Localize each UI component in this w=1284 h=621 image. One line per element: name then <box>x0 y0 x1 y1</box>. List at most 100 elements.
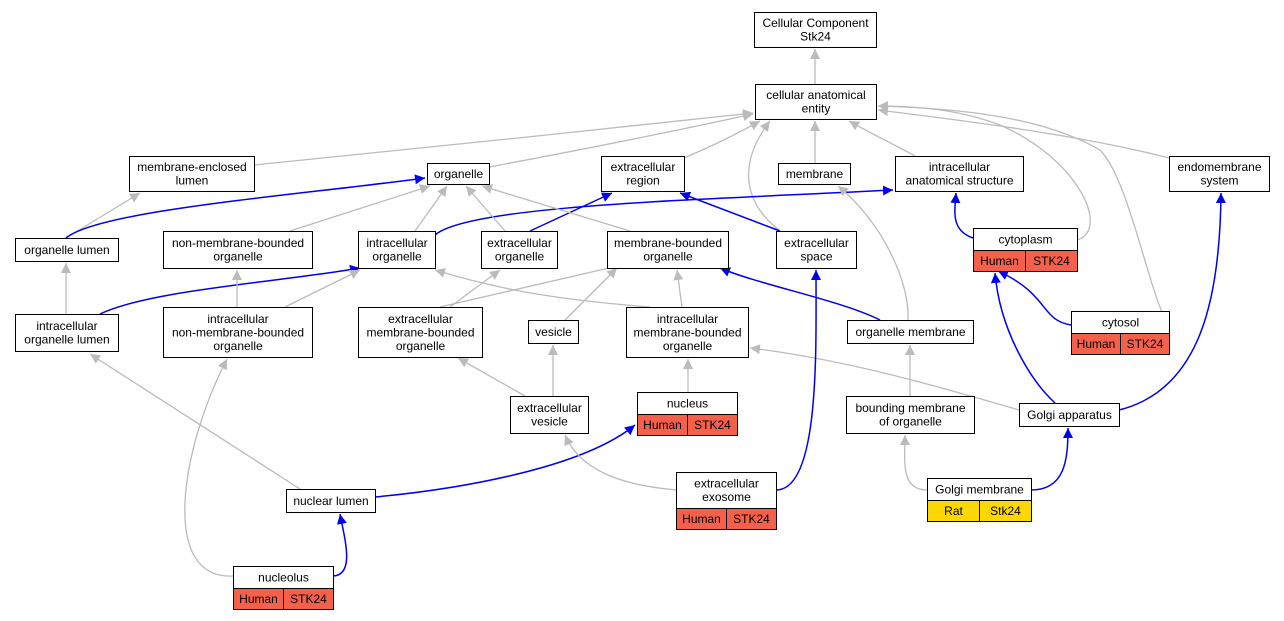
node-mem[interactable]: membrane <box>778 163 851 185</box>
node-label-line: endomembrane <box>1177 160 1261 174</box>
node-box <box>1019 403 1120 427</box>
node-label-line: extracellular <box>517 401 582 415</box>
node-box <box>895 156 1024 192</box>
node-label-line: cytoplasm <box>998 232 1052 246</box>
node-box <box>846 396 975 434</box>
node-ves[interactable]: vesicle <box>528 320 579 344</box>
node-label-line: of organelle <box>879 415 942 429</box>
edge-inmbo-to-io <box>284 269 361 308</box>
node-box <box>163 307 313 358</box>
edge-io-to-ias <box>434 185 894 236</box>
node-box <box>601 156 685 192</box>
edge-om-to-mem <box>837 185 909 321</box>
node-label-line: intracellular <box>36 319 97 333</box>
node-box <box>528 320 579 344</box>
edge-ves-to-mbo <box>564 267 618 321</box>
node-label-line: non-membrane-bounded <box>172 325 304 339</box>
node-box <box>427 163 490 185</box>
node-label-line: intracellular <box>207 312 268 326</box>
node-label-line: organelle membrane <box>855 325 965 339</box>
annotation-cell <box>1025 250 1078 272</box>
edge-ga-to-imbo <box>749 344 1020 411</box>
node-box <box>676 472 777 509</box>
node-box <box>510 396 589 434</box>
node-org[interactable]: organelle <box>427 163 490 185</box>
annotation-cell <box>283 588 334 610</box>
node-label-line: vesicle <box>535 325 572 339</box>
edge-embo-to-eo <box>449 269 501 308</box>
edge-ias-to-cae <box>848 120 916 157</box>
node-label-line: space <box>800 250 832 264</box>
node-box <box>129 156 255 192</box>
node-nl[interactable]: nuclear lumen <box>286 489 376 513</box>
node-inmbo[interactable]: intracellularnon-membrane-boundedorganel… <box>163 307 313 358</box>
annotation-label: STK24 <box>694 418 731 432</box>
node-label-line: system <box>1200 174 1238 188</box>
node-om[interactable]: organelle membrane <box>847 320 974 344</box>
node-label-line: exosome <box>702 490 751 504</box>
node-box <box>847 320 974 344</box>
node-label-line: extracellular <box>611 160 676 174</box>
edge-cytosol-to-cyt <box>997 270 1072 326</box>
node-box <box>755 84 877 120</box>
edge-ncl-to-inmbo <box>184 358 234 577</box>
node-orl[interactable]: organelle lumen <box>15 238 119 262</box>
annotation-label: STK24 <box>1127 337 1164 351</box>
node-label-line: Golgi apparatus <box>1027 408 1112 422</box>
node-box <box>163 231 313 269</box>
node-label-line: non-membrane-bounded <box>172 236 304 250</box>
node-label-line: membrane-bounded <box>614 236 722 250</box>
edge-om-to-mbo <box>719 267 881 321</box>
edge-exs-to-cae <box>748 120 781 232</box>
node-label-line: intracellular <box>929 160 990 174</box>
node-label-line: organelle <box>495 250 545 264</box>
node-label-line: intracellular <box>657 312 718 326</box>
edge-cyt-to-ias <box>950 192 974 239</box>
edge-mel-to-cae <box>253 109 754 166</box>
node-label-line: Cellular Component <box>762 16 869 30</box>
node-ga[interactable]: Golgi apparatus <box>1019 403 1120 427</box>
annotation-label: Human <box>682 512 721 526</box>
annotation-label: STK24 <box>290 592 327 606</box>
node-label-line: cytosol <box>1102 315 1139 329</box>
node-label-line: organelle <box>643 250 693 264</box>
node-box <box>607 231 729 269</box>
edge-iol-to-io <box>99 264 361 315</box>
edge-gm-to-ga <box>1030 427 1073 491</box>
annotation-label: Rat <box>944 504 963 518</box>
edge-ems-to-cae <box>877 106 1170 159</box>
edge-ga-to-ems <box>1118 192 1226 411</box>
edge-nmbo-to-org <box>289 184 431 232</box>
node-label-line: organelle <box>372 250 422 264</box>
annotation-label: Stk24 <box>990 504 1021 518</box>
annotation-label: Human <box>980 254 1019 268</box>
node-label-line: membrane-bounded <box>366 325 474 339</box>
edge-imbo-to-mbo <box>673 269 684 308</box>
node-label-line: anatomical structure <box>905 174 1013 188</box>
edge-cytosol-to-cae <box>877 101 1170 326</box>
